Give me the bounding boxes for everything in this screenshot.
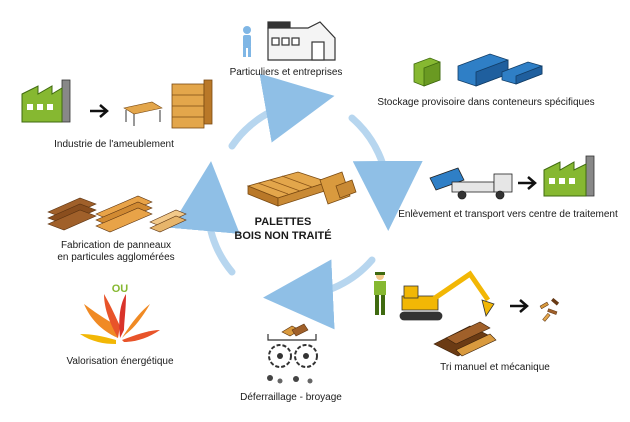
cycle-arrow-top [228, 73, 335, 150]
warehouse-icon [267, 21, 336, 61]
label-panels: Fabrication de panneaux en particules ag… [56, 240, 176, 264]
or-label: OU [111, 283, 129, 295]
factory-icon-right [543, 155, 595, 197]
cycle-arrows [170, 73, 423, 330]
containers-icon [413, 53, 543, 87]
factory-icon-left [21, 79, 71, 123]
wood-chips-icon [539, 297, 560, 322]
flame-icon [80, 294, 160, 344]
crusher-icon [267, 323, 318, 384]
label-crushing: Déferraillage - broyage [240, 392, 342, 403]
truck-icon [429, 167, 513, 200]
excavator-icon [399, 270, 495, 321]
cycle-arrow-bottom [263, 256, 376, 330]
cycle-arrow-right [348, 114, 423, 231]
pallet-icon [246, 171, 357, 207]
label-individuals: Particuliers et entreprises [229, 67, 343, 78]
shelf-icon [171, 79, 213, 129]
cycle-arrow-left [170, 161, 240, 276]
center-title: PALETTES BOIS NON TRAITÉ [228, 215, 338, 243]
arrow-right-icon-transport [518, 176, 537, 190]
label-furniture: Industrie de l'ameublement [54, 139, 174, 150]
center-title-line-2: BOIS NON TRAITÉ [234, 230, 332, 242]
table-icon [123, 101, 163, 126]
label-energy: Valorisation énergétique [66, 356, 174, 367]
worker-icon [374, 272, 386, 315]
wood-pile-icon [433, 321, 497, 357]
label-panels-line-2: en particules agglomérées [57, 252, 175, 263]
arrow-right-icon [90, 104, 109, 118]
person-icon [243, 26, 251, 57]
center-title-line-1: PALETTES [254, 216, 312, 228]
label-panels-line-1: Fabrication de panneaux [60, 240, 172, 251]
label-storage: Stockage provisoire dans conteneurs spéc… [377, 97, 595, 108]
arrow-right-icon-sorting [510, 299, 529, 313]
label-transport: Enlèvement et transport vers centre de t… [398, 209, 618, 220]
label-sorting: Tri manuel et mécanique [440, 362, 550, 373]
wood-panels-icon [47, 195, 187, 233]
